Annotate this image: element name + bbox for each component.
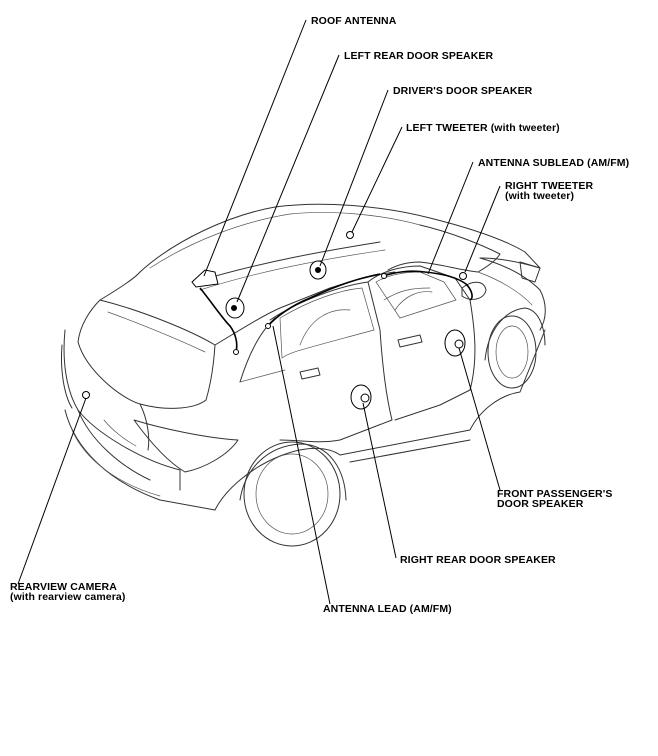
label-antenna-sublead: ANTENNA SUBLEAD (AM/FM) (478, 157, 629, 169)
rearview-camera-part (82, 391, 90, 399)
leader-lines (17, 19, 501, 605)
right-rear-door-speaker-part (350, 384, 372, 410)
right-tweeter-part (459, 272, 467, 280)
front-passengers-door-speaker-part (444, 329, 466, 357)
vehicle-illustration (61, 203, 546, 547)
roof-antenna-part (191, 269, 219, 288)
label-rearview-camera-line1: REARVIEW CAMERA (10, 581, 117, 593)
left-rear-door-speaker-part (225, 297, 245, 319)
label-left-rear-door-speaker: LEFT REAR DOOR SPEAKER (344, 50, 494, 62)
drivers-door-speaker-part (309, 260, 327, 280)
label-antenna-lead: ANTENNA LEAD (AM/FM) (323, 603, 452, 615)
label-right-tweeter-line2: (with tweeter) (505, 190, 574, 202)
antenna-lead-cable (199, 287, 238, 353)
antenna-sublead-cable (383, 270, 473, 301)
label-front-passengers-line1: FRONT PASSENGER'S (497, 488, 612, 500)
label-drivers-door-speaker: DRIVER'S DOOR SPEAKER (393, 85, 533, 97)
label-rearview-camera-line2: (with rearview camera) (10, 591, 125, 603)
label-right-tweeter-line1: RIGHT TWEETER (505, 180, 594, 192)
callout-labels: ROOF ANTENNA LEFT REAR DOOR SPEAKER DRIV… (10, 15, 629, 615)
label-front-passengers-line2: DOOR SPEAKER (497, 498, 584, 510)
label-left-tweeter: LEFT TWEETER (with tweeter) (406, 122, 560, 134)
antenna-lead-cable-roof (267, 273, 381, 327)
label-roof-antenna: ROOF ANTENNA (311, 15, 397, 27)
label-right-rear-door-speaker: RIGHT REAR DOOR SPEAKER (400, 554, 556, 566)
components (82, 231, 473, 410)
left-tweeter-part (346, 231, 354, 239)
